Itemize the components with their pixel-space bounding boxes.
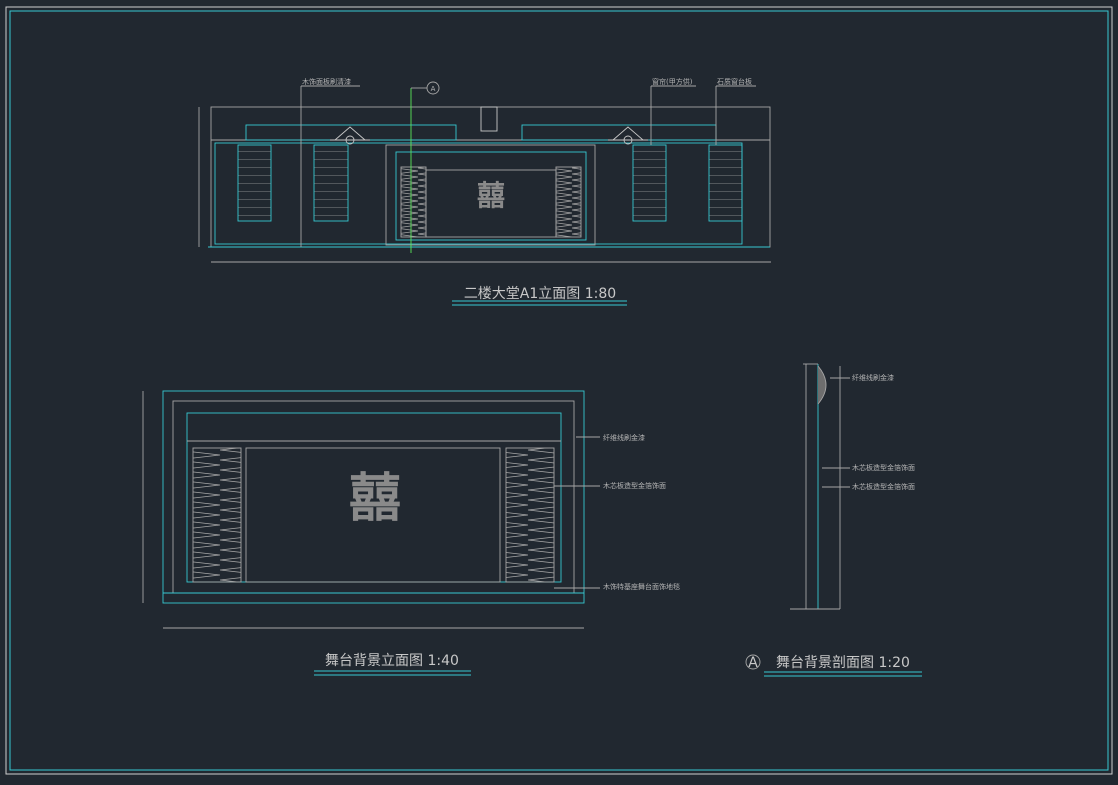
a1-window-3 [632,144,667,222]
sb-xi-character: 囍 [349,469,401,529]
a1-window-4 [708,144,743,222]
ss-section-marker-circle [745,654,761,670]
a1-window-1 [237,144,272,222]
ss-moulding-profile-icon [817,365,827,405]
a1-center-frame-outer [385,144,596,246]
sb-label-gold-leaf: 木芯板造型金箔饰面 [603,481,666,490]
a1-center-frame-inner [395,151,587,241]
ss-section-marker-letter: A [748,655,758,671]
stage-section [745,363,922,677]
a1-left-zigzag-panel [400,166,427,238]
a1-wall-outline [210,106,771,248]
sheet-inner-frame [9,10,1109,771]
a1-label-stone-sill: 石质窗台板 [717,77,752,86]
a1-window-2 [313,144,349,222]
a1-right-cornice [521,124,717,141]
sb-label-stage-base: 木饰特基座舞台面饰地毯 [603,582,680,591]
a1-right-zigzag-panel [555,166,582,238]
elevation-a1 [198,81,771,306]
sb-left-zigzag-panel [192,447,242,583]
ss-label-gold-fiber: 纤维线刷金漆 [852,373,894,382]
a1-section-marker-circle [426,81,440,95]
a1-chandelier-right-icon [608,126,648,145]
ss-texts: A 纤维线刷金漆 木芯板造型金箔饰面 木芯板造型金箔饰面 舞台背景剖面图 1:2… [748,373,915,671]
a1-chandelier-left-icon [330,126,370,145]
ss-title: 舞台背景剖面图 1:20 [776,655,910,671]
a1-texts: 囍 A 木饰面板刷清漆 窗帘(甲方供) 石质窗台板 二楼大堂A1立面图 1:80 [302,77,752,302]
stage-backdrop-elevation [142,390,600,676]
ss-label-gold-leaf-1: 木芯板造型金箔饰面 [852,463,915,472]
sb-center-panel [245,447,501,583]
a1-xi-character: 囍 [477,179,505,212]
sb-right-zigzag-panel [505,447,555,583]
a1-label-wood-veneer: 木饰面板刷清漆 [302,77,351,86]
sb-title: 舞台背景立面图 1:40 [325,653,459,669]
sb-outer-frame [162,390,585,604]
a1-left-cornice [245,124,457,141]
a1-center-panel [425,169,557,238]
a1-section-marker-letter: A [431,85,436,93]
sb-label-gold-fiber: 纤维线刷金漆 [603,433,645,442]
ss-label-gold-leaf-2: 木芯板造型金箔饰面 [852,482,915,491]
a1-label-curtain: 窗帘(甲方供) [652,77,693,86]
a1-lantern-icon [480,106,498,132]
a1-title: 二楼大堂A1立面图 1:80 [464,286,616,302]
sheet-outer-frame [5,6,1113,775]
sb-texts: 囍 纤维线刷金漆 木芯板造型金箔饰面 木饰特基座舞台面饰地毯 舞台背景立面图 1… [325,433,680,669]
